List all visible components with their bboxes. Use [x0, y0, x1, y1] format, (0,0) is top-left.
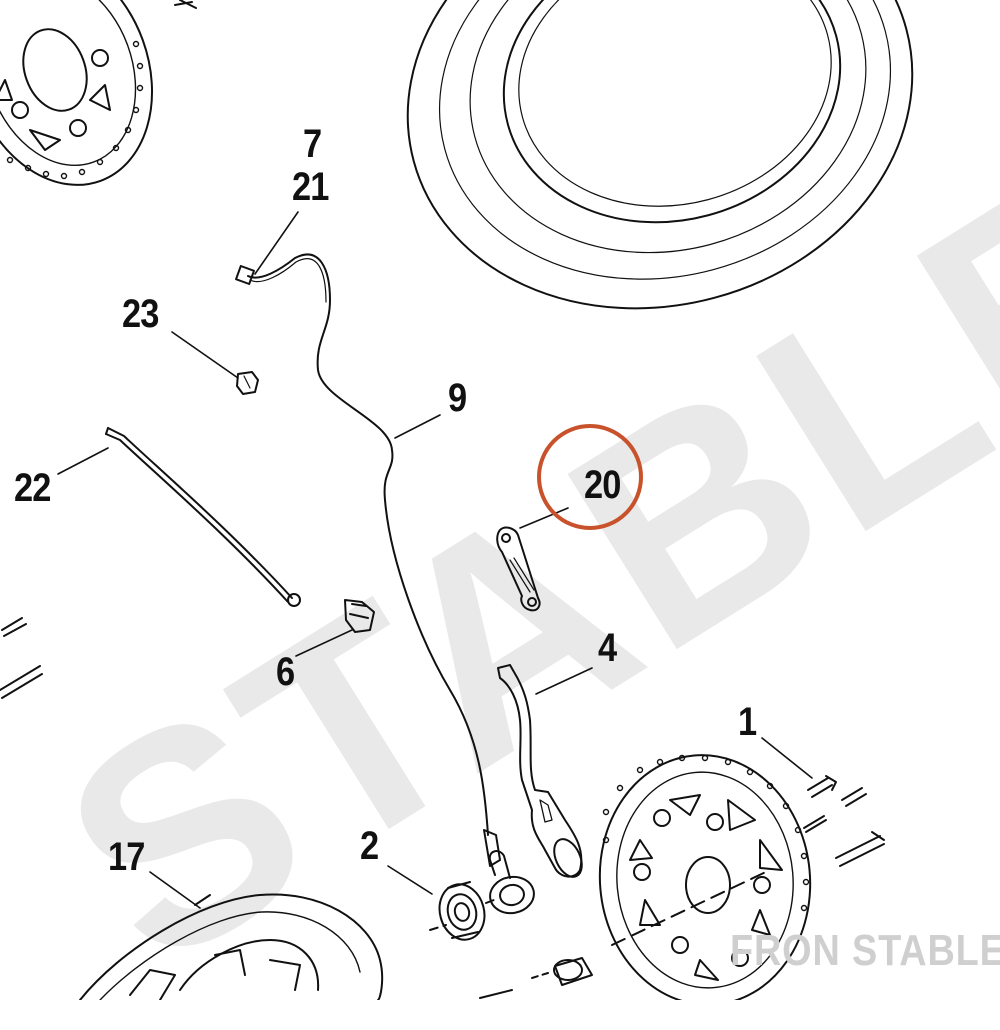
- sensor-bracket-drawing: [497, 664, 583, 878]
- tire-drawing: [406, 0, 914, 310]
- exploded-view-drawing: [0, 0, 914, 1000]
- bracket-drawing: [496, 526, 541, 612]
- lower-brake-rotor-drawing: [598, 754, 812, 1000]
- callout-23: 23: [122, 292, 159, 336]
- callout-1: 1: [738, 700, 757, 744]
- callout-4: 4: [598, 626, 617, 670]
- highlight-circle: [537, 424, 643, 530]
- spacer-sleeves-drawing: [479, 957, 593, 999]
- wheel-bearing-drawing: [438, 881, 486, 941]
- grommet-drawing: [344, 599, 375, 633]
- rotor-bolts-drawing: [0, 617, 885, 867]
- sensor-cable-drawing: [247, 253, 489, 836]
- callout-9: 9: [448, 376, 467, 420]
- clip-drawing: [236, 371, 259, 395]
- callout-20: 20: [584, 463, 621, 507]
- callout-22: 22: [14, 466, 51, 510]
- upper-brake-rotor-drawing: [0, 0, 154, 186]
- wheel-hub-drawing: [79, 893, 384, 1000]
- callout-21: 21: [292, 165, 329, 209]
- leader-lines: [57, 211, 813, 909]
- callout-6: 6: [276, 650, 295, 694]
- brand-watermark: FRON STABLE: [730, 926, 1000, 975]
- cable-connector-drawing: [235, 265, 255, 285]
- callout-7: 7: [303, 122, 322, 166]
- callout-2: 2: [360, 824, 379, 868]
- cable-tie-drawing: [105, 427, 293, 603]
- sensor-ring-drawing: [488, 850, 535, 915]
- top-bolt-drawing: [174, 0, 197, 9]
- callout-17: 17: [108, 835, 145, 879]
